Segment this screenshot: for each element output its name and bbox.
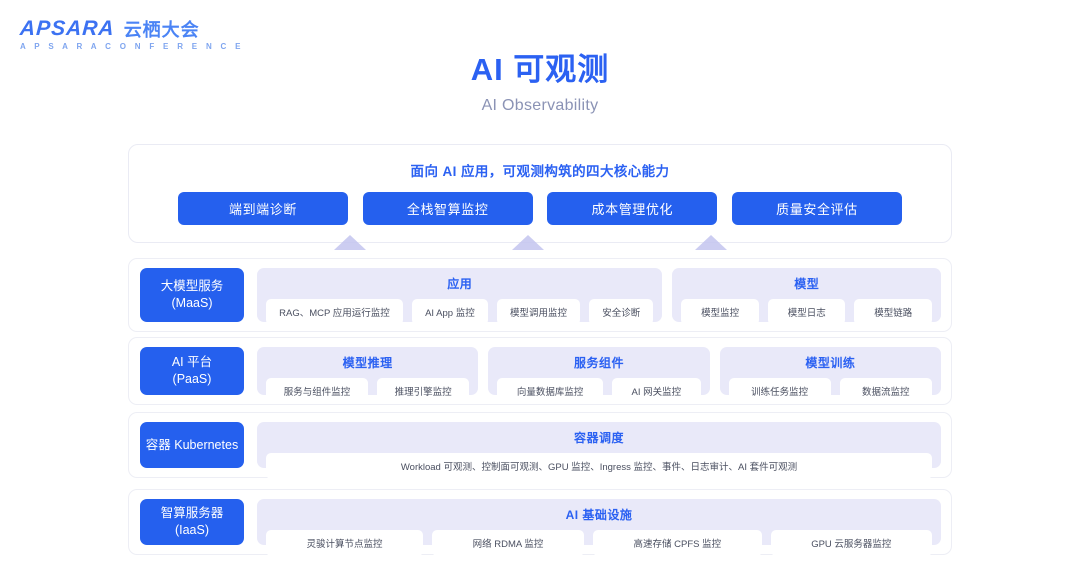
capability-pill-row: 灵骏计算节点监控网络 RDMA 监控高速存储 CPFS 监控 GPU 云服务器监控 [266, 530, 932, 556]
capability-pill[interactable]: 服务与组件监控 [266, 378, 368, 404]
connector-arrow-3 [695, 235, 727, 250]
capability-group: 服务组件向量数据库监控 AI 网关监控 [488, 347, 710, 404]
capability-pill[interactable]: 模型调用监控 [496, 299, 581, 325]
capability-pill[interactable]: GPU 云服务器监控 [770, 530, 932, 556]
capability-button-2[interactable]: 全栈智算监控 [362, 192, 533, 225]
capability-pill[interactable]: 训练任务监控 [728, 378, 831, 404]
capability-group: AI 基础设施灵骏计算节点监控网络 RDMA 监控高速存储 CPFS 监控 GPU… [257, 499, 941, 556]
capability-pill-row: Workload 可观测、控制面可观测、GPU 监控、Ingress 监控、事件… [266, 453, 932, 479]
capability-group: 容器调度 Workload 可观测、控制面可观测、GPU 监控、Ingress 监… [257, 422, 941, 479]
architecture-layer-row: 智算服务器 (IaaS) AI 基础设施灵骏计算节点监控网络 RDMA 监控高速存储… [128, 489, 952, 556]
capability-pill[interactable]: 安全诊断 [589, 299, 654, 325]
connector-arrow-2 [512, 235, 544, 250]
capability-group-title: 模型推理 [342, 356, 393, 370]
core-capabilities-heading: 面向 AI 应用，可观测构筑的四大核心能力 [410, 164, 670, 179]
capability-group-title: 模型训练 [805, 356, 856, 370]
capability-group: 应用 RAG、MCP 应用运行监控 AI App 监控模型调用监控安全诊断 [257, 268, 663, 325]
layer-label-button[interactable]: AI 平台 (PaaS) [140, 347, 244, 395]
capability-group: 模型训练训练任务监控数据流监控 [719, 347, 941, 404]
connector-arrow-1 [334, 235, 366, 250]
capability-pill[interactable]: 模型链路 [854, 299, 932, 325]
layer-label-line-1: AI 平台 [171, 355, 213, 370]
capability-button-3[interactable]: 成本管理优化 [547, 192, 718, 225]
capability-pill-row: 服务与组件监控推理引擎监控 [266, 378, 470, 404]
brand-wordmark: APSARA [19, 17, 116, 40]
capability-pill[interactable]: RAG、MCP 应用运行监控 [266, 299, 403, 325]
brand-logo: APSARA 云栖大会 A P S A R A C O N F E R E N … [19, 17, 244, 51]
layer-label-lines: 大模型服务 (MaaS) [161, 278, 224, 312]
capability-pill[interactable]: Workload 可观测、控制面可观测、GPU 监控、Ingress 监控、事件… [266, 453, 932, 479]
capability-group: 模型推理服务与组件监控推理引擎监控 [257, 347, 479, 404]
layer-group-container: 容器调度 Workload 可观测、控制面可观测、GPU 监控、Ingress 监… [257, 422, 941, 479]
layer-label-lines: AI 平台 (PaaS) [172, 354, 212, 388]
layer-group-container: AI 基础设施灵骏计算节点监控网络 RDMA 监控高速存储 CPFS 监控 GPU… [257, 499, 941, 556]
architecture-layer-row: AI 平台 (PaaS) 模型推理服务与组件监控推理引擎监控 服务组件向量数据库监控 A… [128, 337, 952, 405]
page-title: AI 可观测 [470, 52, 610, 87]
capability-pill[interactable]: 向量数据库监控 [497, 378, 603, 404]
capability-pill-row: 模型监控模型日志模型链路 [681, 299, 932, 325]
page-subtitle: AI Observability [481, 96, 599, 114]
brand-wordmark-chinese: 云栖大会 [123, 20, 200, 40]
capability-button-1[interactable]: 端到端诊断 [178, 192, 348, 225]
layer-label-button[interactable]: 大模型服务 (MaaS) [140, 268, 244, 322]
capability-group-title: 容器调度 [573, 431, 624, 445]
capability-group-title: AI 基础设施 [565, 508, 633, 522]
layer-label-button[interactable]: 智算服务器 (IaaS) [140, 499, 244, 545]
capability-pill[interactable]: 灵骏计算节点监控 [266, 530, 424, 556]
core-capabilities-card: 面向 AI 应用，可观测构筑的四大核心能力 端到端诊断全栈智算监控成本管理优化质… [128, 144, 952, 243]
capability-pill[interactable]: AI App 监控 [411, 299, 488, 325]
capability-pill[interactable]: 推理引擎监控 [376, 378, 470, 404]
brand-tagline: A P S A R A C O N F E R E N C E [20, 42, 244, 51]
capability-group-title: 服务组件 [573, 356, 624, 370]
capability-pill-row: 训练任务监控数据流监控 [728, 378, 932, 404]
layer-label-line-2: (IaaS) [174, 523, 210, 537]
layer-label-line-2: (MaaS) [171, 296, 213, 310]
capability-pill[interactable]: 网络 RDMA 监控 [432, 530, 584, 556]
capability-pill-row: 向量数据库监控 AI 网关监控 [497, 378, 701, 404]
capability-pill[interactable]: AI 网关监控 [611, 378, 701, 404]
page-title-block: AI 可观测 AI Observability [0, 52, 1080, 115]
layer-label-line-1: 智算服务器 [160, 506, 224, 521]
capability-group-title: 模型 [794, 277, 820, 291]
capability-pill[interactable]: 模型监控 [681, 299, 759, 325]
architecture-layer-row: 容器 Kubernetes 容器调度 Workload 可观测、控制面可观测、GPU… [128, 412, 952, 479]
layer-label-line-2: (PaaS) [172, 372, 212, 386]
layer-label-lines: 智算服务器 (IaaS) [161, 505, 224, 539]
core-capabilities-button-row: 端到端诊断全栈智算监控成本管理优化质量安全评估 [178, 192, 902, 225]
layer-label-button[interactable]: 容器 Kubernetes [140, 422, 244, 468]
architecture-layer-row: 大模型服务 (MaaS) 应用 RAG、MCP 应用运行监控 AI App 监控模型调用… [128, 258, 952, 332]
layer-label-text: 容器 Kubernetes [145, 437, 239, 452]
capability-pill-row: RAG、MCP 应用运行监控 AI App 监控模型调用监控安全诊断 [266, 299, 654, 325]
capability-pill[interactable]: 高速存储 CPFS 监控 [592, 530, 762, 556]
capability-group-title: 应用 [447, 277, 473, 291]
layer-label-line-1: 大模型服务 [160, 279, 224, 294]
brand-logo-row: APSARA 云栖大会 [19, 17, 244, 40]
capability-pill[interactable]: 模型日志 [767, 299, 846, 325]
capability-pill[interactable]: 数据流监控 [839, 378, 932, 404]
capability-group: 模型模型监控模型日志模型链路 [672, 268, 941, 325]
capability-button-4[interactable]: 质量安全评估 [731, 192, 902, 225]
